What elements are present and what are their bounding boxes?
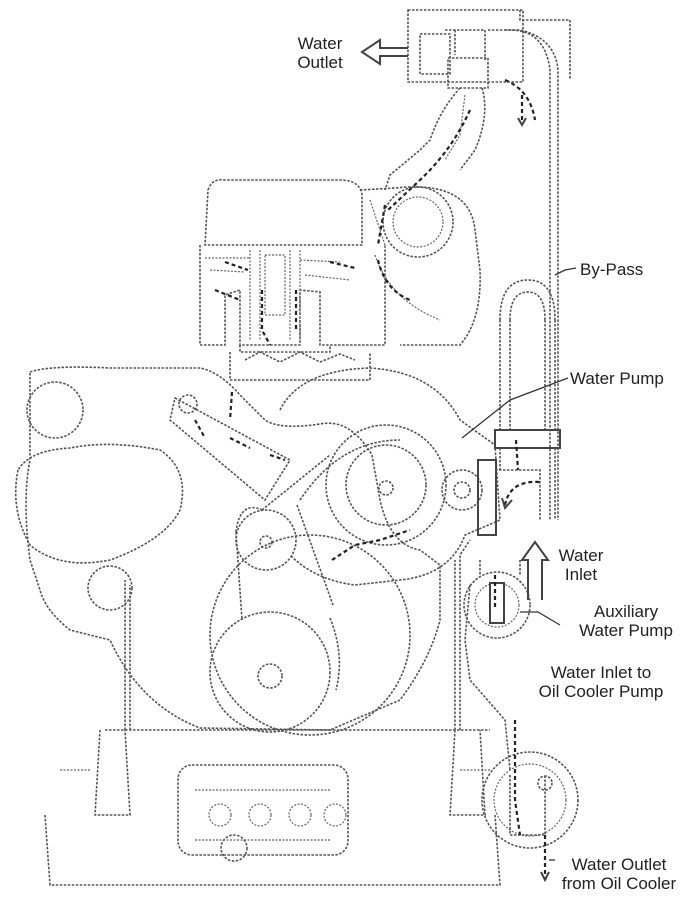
outlet-oil-cooler-line1: Water Outlet [571,855,667,874]
oil-pan-baffle [177,764,349,862]
drive-belt [235,439,401,691]
aux-pump-line1: Auxiliary [593,602,659,621]
by-pass-label: By-Pass [580,260,644,279]
water-inlet-line1: Water [558,546,604,565]
auxiliary-water-pump-label: Auxiliary Water Pump [560,602,692,640]
water-outlet-line1: Water [297,34,343,53]
thermostat-housing [407,9,571,520]
water-inlet-oil-cooler-label: Water Inlet to Oil Cooler Pump [512,663,690,701]
outlet-oil-cooler-line2: from Oil Cooler [561,874,677,893]
oil-cooler-pump [481,751,579,849]
water-inlet-label: Water Inlet [548,546,614,584]
inlet-oil-cooler-line1: Water Inlet to [550,663,652,682]
water-pump-housing [169,367,541,586]
gear-case-cover [14,366,441,731]
coolant-flow-arrows [194,78,550,883]
upper-pipe [384,87,486,191]
engine-block [44,351,501,886]
water-outlet-label: Water Outlet [284,34,356,72]
water-inlet-line2: Inlet [564,565,598,584]
bypass-pipe [494,279,561,520]
leader-lines [461,267,577,861]
water-manifold [359,186,481,346]
water-outlet-line2: Outlet [297,53,343,72]
aux-pump-line2: Water Pump [579,621,673,640]
crankshaft-pulley [209,534,411,736]
water-inlet-arrow-icon [520,540,550,600]
inlet-oil-cooler-line2: Oil Cooler Pump [538,682,664,701]
water-outlet-oil-cooler-label: Water Outlet from Oil Cooler [546,855,692,893]
water-pump-label: Water Pump [570,369,664,388]
auxiliary-water-pump [463,560,531,771]
outlet-arrow-icon [360,38,408,66]
idler-pulley [235,509,297,571]
cylinder-head [199,178,386,353]
